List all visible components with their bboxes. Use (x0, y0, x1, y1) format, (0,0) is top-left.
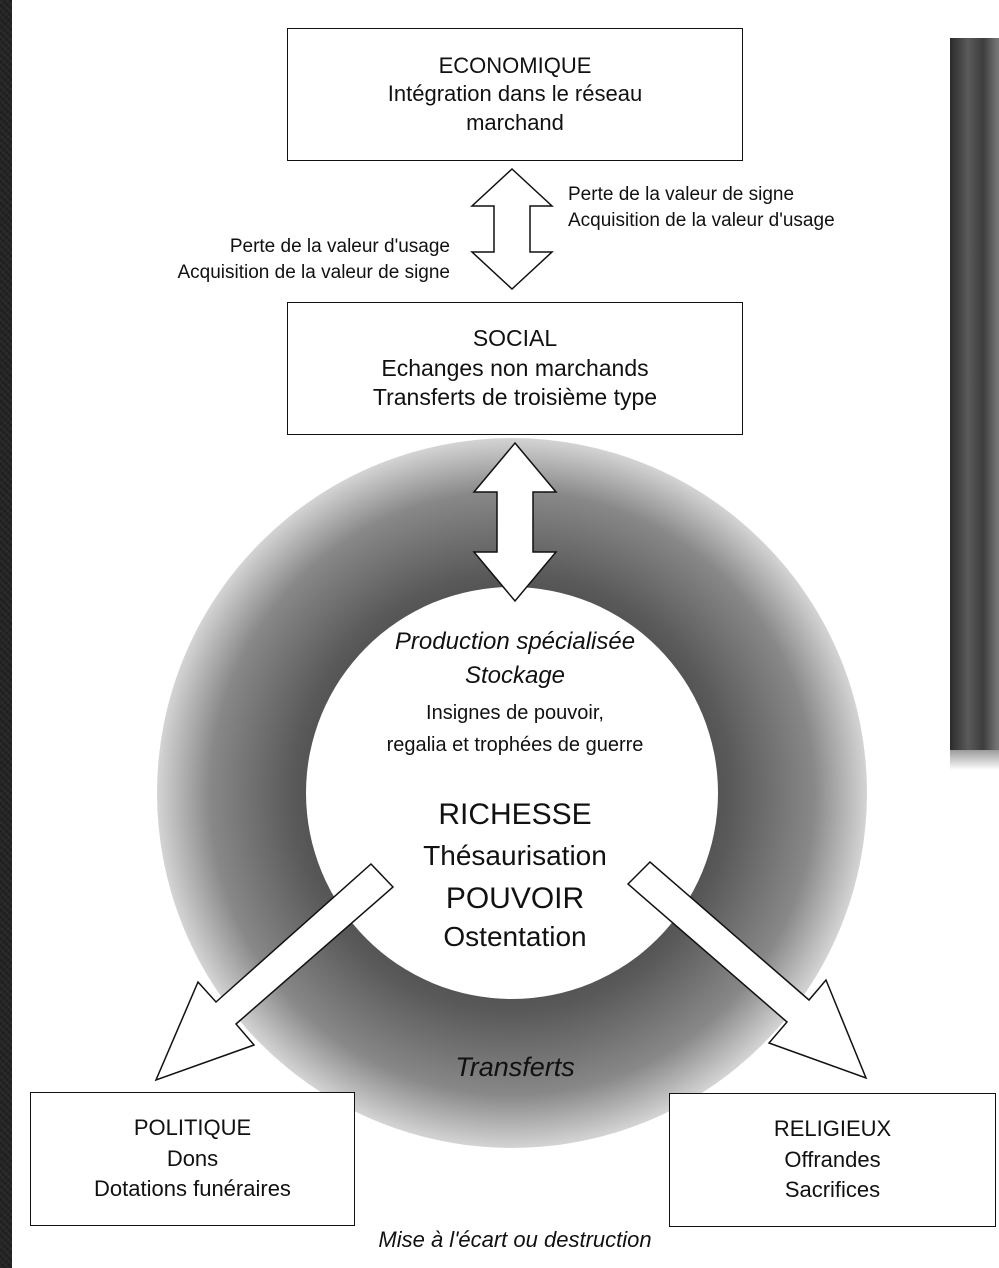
center-line2: Stockage (464, 662, 566, 689)
center-line8: Ostentation (443, 921, 587, 952)
social-box: SOCIAL Echanges non marchands Transferts… (287, 302, 743, 435)
center-line6: Thésaurisation (423, 840, 607, 871)
center-line4: regalia et trophées de guerre (386, 734, 644, 756)
center-circle (306, 587, 718, 999)
arrow-left-label-line2: Acquisition de la valeur de signe (177, 261, 450, 283)
arrow-right-label-line1: Perte de la valeur de signe (568, 184, 795, 205)
religieux-line1: Offrandes (784, 1146, 881, 1172)
politique-box: POLITIQUE Dons Dotations funéraires (30, 1092, 355, 1226)
double-arrow-icon (472, 441, 558, 603)
pouvoir-label: POUVOIR (445, 882, 585, 915)
arrow-left-label: Perte de la valeur d'usage Acquisition d… (80, 234, 450, 285)
economique-box: ECONOMIQUE Intégration dans le réseau ma… (287, 28, 743, 161)
politique-line2: Dotations funéraires (94, 1176, 291, 1202)
religieux-line2: Sacrifices (784, 1177, 881, 1203)
social-line1: Echanges non marchands (381, 354, 649, 381)
politique-title: POLITIQUE (133, 1114, 252, 1140)
social-line2: Transferts de troisième type (372, 384, 658, 411)
religieux-title: RELIGIEUX (773, 1115, 892, 1141)
photograph (950, 38, 999, 750)
richesse-label: RICHESSE (438, 798, 592, 831)
economique-title: ECONOMIQUE (438, 52, 592, 78)
economique-line1: Intégration dans le réseau (387, 81, 643, 107)
economique-line2: marchand (466, 109, 564, 135)
religieux-box: RELIGIEUX Offrandes Sacrifices (669, 1093, 996, 1227)
transferts-label: Transferts (455, 1052, 575, 1082)
arrow-right-label: Perte de la valeur de signe Acquisition … (568, 182, 835, 233)
footer-caption: Mise à l'écart ou destruction (378, 1227, 652, 1252)
center-line1: Production spécialisée (394, 628, 636, 655)
social-title: SOCIAL (472, 324, 558, 351)
center-line3: Insignes de pouvoir, (426, 702, 604, 724)
arrow-right-label-line2: Acquisition de la valeur d'usage (568, 209, 835, 231)
photograph-shadow (950, 750, 999, 770)
arrow-left-label-line1: Perte de la valeur d'usage (229, 236, 450, 257)
politique-line1: Dons (166, 1145, 219, 1171)
arrow-down-left-icon (154, 862, 395, 1082)
arrow-down-right-icon (626, 860, 868, 1080)
double-arrow-icon (470, 167, 554, 291)
